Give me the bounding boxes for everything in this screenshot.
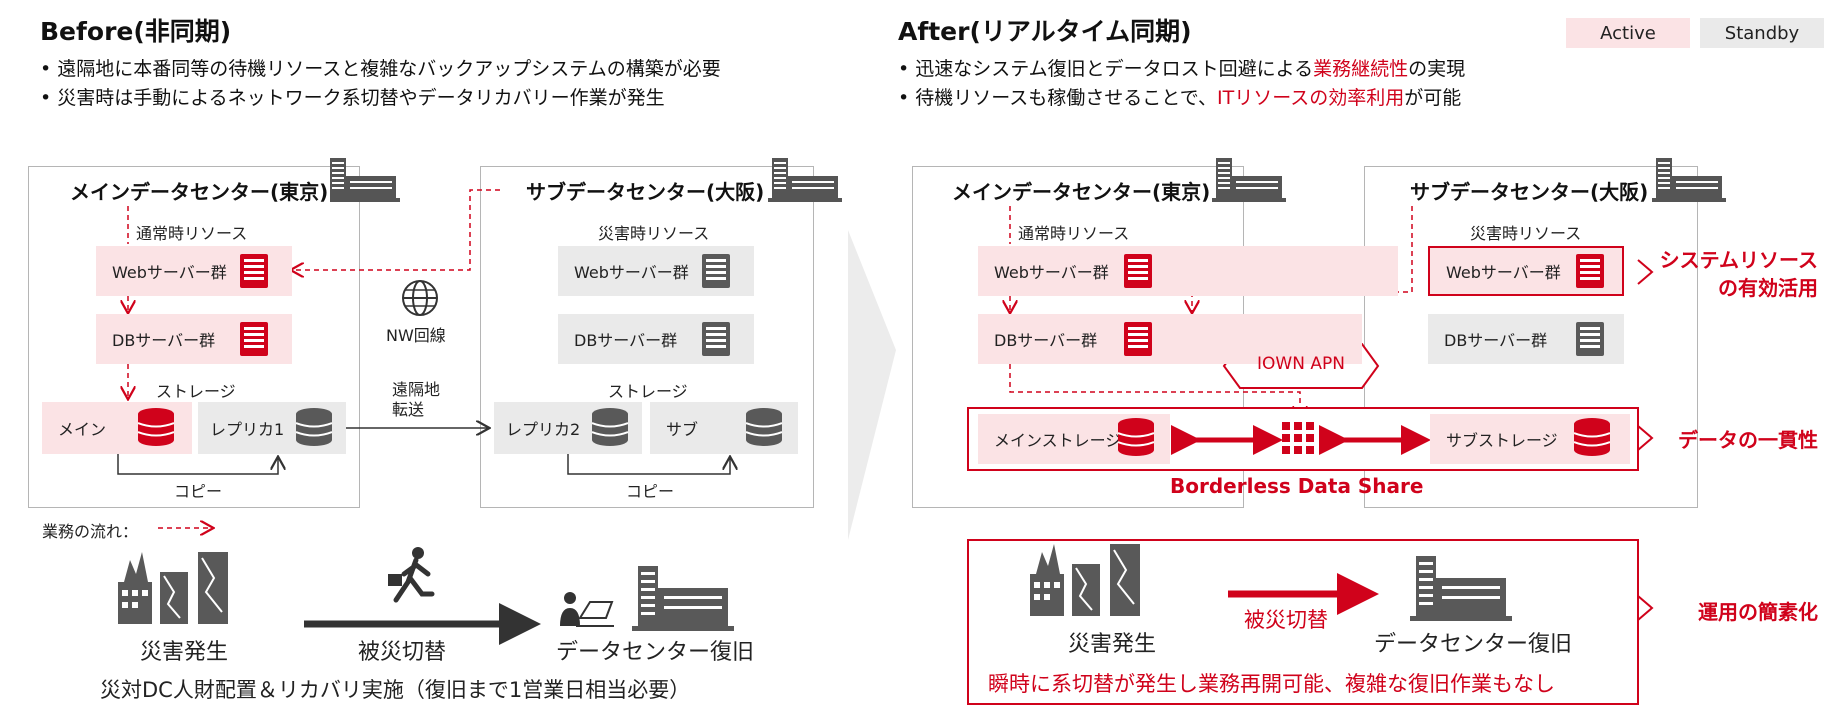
after-main-resource-label: 通常時リソース <box>1018 224 1130 243</box>
callout-simplified-ops: 運用の簡素化 <box>1698 600 1818 624</box>
after-web-active-band: Webサーバー群 <box>978 246 1398 296</box>
recovered-datacenter-icon <box>632 566 734 631</box>
data-share-grid-icon <box>1282 422 1314 454</box>
before-bullet-2: • 災害時は手動によるネットワーク系切替やデータリカバリー作業が発生 <box>40 87 665 109</box>
legend-active: Active <box>1566 18 1690 48</box>
recovered-datacenter-icon <box>1410 556 1512 621</box>
before-title: Before(非同期) <box>40 17 232 46</box>
after-bullet-2: • 待機リソースも稼働させることで、ITリソースの効率利用が可能 <box>898 87 1462 109</box>
before-main-resource-label: 通常時リソース <box>136 224 248 243</box>
after-sub-dc-title: サブデータセンター(大阪) <box>1408 176 1651 205</box>
database-icon <box>1118 418 1154 457</box>
callout-data-consistency: データの一貫性 <box>1678 428 1818 452</box>
before-sub-copy-label: コピー <box>626 482 675 501</box>
before-note: 災対DC人財配置＆リカバリ実施（復旧まで1営業日相当必要） <box>100 678 691 702</box>
nw-line-label: NW回線 <box>386 326 446 345</box>
database-icon <box>746 408 782 447</box>
after-switch-label: 被災切替 <box>1244 608 1328 632</box>
before-recovery-label: データセンター復旧 <box>556 640 755 665</box>
running-person-icon <box>388 547 435 603</box>
after-title: After(リアルタイム同期) <box>898 17 1192 46</box>
after-note: 瞬時に系切替が発生し業務再開可能、複雑な復旧作業もなし <box>988 672 1555 696</box>
before-main-dc-title: メインデータセンター(東京) <box>68 176 331 205</box>
server-rack-icon <box>1124 322 1152 356</box>
building-icon <box>1652 158 1726 202</box>
disaster-buildings-icon <box>1029 543 1141 617</box>
disaster-buildings-icon <box>117 551 229 625</box>
database-icon <box>138 408 174 447</box>
server-rack-icon <box>240 322 268 356</box>
server-rack-icon <box>1576 254 1604 288</box>
after-main-dc-title: メインデータセンター(東京) <box>950 176 1213 205</box>
database-icon <box>592 408 628 447</box>
after-main-db-band: DBサーバー群 <box>978 314 1362 364</box>
remote-transfer-label: 遠隔地 転送 <box>392 380 441 419</box>
after-recovery-label: データセンター復旧 <box>1374 632 1573 657</box>
before-main-storage-label: ストレージ <box>156 382 236 401</box>
before-main-copy-label: コピー <box>174 482 223 501</box>
database-icon <box>296 408 332 447</box>
globe-icon <box>402 280 438 316</box>
database-icon <box>1574 418 1610 457</box>
building-icon <box>768 158 842 202</box>
before-switch-label: 被災切替 <box>358 640 447 665</box>
server-rack-icon <box>1124 254 1152 288</box>
person-laptop-icon <box>560 592 614 627</box>
before-sub-resource-label: 災害時リソース <box>598 224 710 243</box>
iown-apn-label: IOWN APN <box>1257 354 1345 374</box>
borderless-data-share-label: Borderless Data Share <box>1170 474 1424 498</box>
flow-legend-label: 業務の流れ： <box>42 522 139 541</box>
server-rack-icon <box>702 322 730 356</box>
building-icon <box>1212 158 1286 202</box>
before-sub-storage-label: ストレージ <box>608 382 688 401</box>
server-rack-icon <box>702 254 730 288</box>
before-bullet-1: • 遠隔地に本番同等の待機リソースと複雑なバックアップシステムの構築が必要 <box>40 58 721 80</box>
after-scenario-box <box>967 539 1639 705</box>
server-rack-icon <box>1576 322 1604 356</box>
after-disaster-label: 災害発生 <box>1068 632 1157 657</box>
legend-standby: Standby <box>1700 18 1824 48</box>
callout-resource-efficiency: システムリソース の有効活用 <box>1659 248 1818 300</box>
before-disaster-label: 災害発生 <box>140 640 229 665</box>
after-bullet-1: • 迅速なシステム復旧とデータロスト回避による業務継続性の実現 <box>898 58 1466 80</box>
transition-arrow <box>848 230 896 540</box>
after-sub-resource-label: 災害時リソース <box>1470 224 1582 243</box>
server-rack-icon <box>240 254 268 288</box>
building-icon <box>326 158 400 202</box>
before-sub-dc-title: サブデータセンター(大阪) <box>524 176 767 205</box>
